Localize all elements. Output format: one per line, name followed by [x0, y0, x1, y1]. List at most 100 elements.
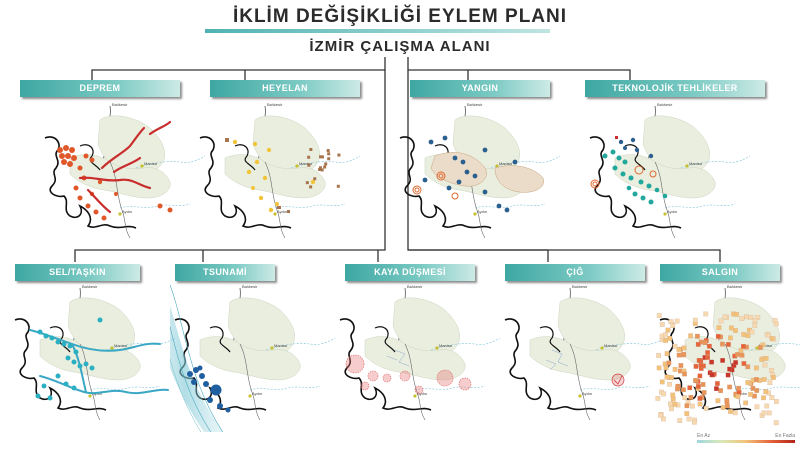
- epidemic-cell: [682, 371, 687, 377]
- epidemic-cell: [754, 365, 759, 371]
- title-underline: [205, 29, 550, 33]
- epidemic-cell: [733, 360, 739, 365]
- hazard-label-heyelan: HEYELAN: [210, 80, 360, 97]
- epidemic-cell: [767, 380, 773, 386]
- landslide-cell: [318, 168, 322, 172]
- epidemic-cell: [669, 375, 674, 381]
- hazard-marker: [662, 193, 668, 199]
- label-east: Manisa: [499, 161, 513, 166]
- hazard-marker: [73, 185, 79, 191]
- hazard-marker: [207, 397, 213, 403]
- epidemic-cell: [741, 332, 747, 337]
- label-east: Manisa: [144, 161, 158, 166]
- landslide-cell: [327, 157, 331, 161]
- epidemic-cell: [740, 343, 746, 349]
- epidemic-cell: [694, 333, 700, 339]
- epidemic-cell: [659, 379, 665, 385]
- epidemic-cell: [728, 409, 733, 414]
- hazard-marker: [93, 209, 99, 215]
- hazard-marker: [428, 139, 434, 145]
- hazard-marker: [97, 317, 103, 323]
- hazard-marker: [620, 171, 626, 177]
- epidemic-cell: [732, 328, 738, 333]
- landslide-cell: [326, 149, 330, 153]
- epidemic-cell: [676, 347, 682, 352]
- epidemic-cell: [728, 325, 734, 331]
- epidemic-cell: [770, 375, 776, 380]
- epidemic-cell: [681, 387, 686, 393]
- landslide-cell: [320, 155, 324, 159]
- hazard-marker: [47, 395, 53, 401]
- landslide-cell: [336, 184, 340, 188]
- hazard-label-salgin: SALGIN: [660, 264, 780, 281]
- label-south: Aydın: [252, 391, 262, 396]
- epidemic-cell: [684, 411, 690, 416]
- landslide-cell: [305, 181, 309, 185]
- epidemic-cell: [674, 318, 680, 324]
- epidemic-cell: [656, 313, 662, 319]
- epidemic-cell: [705, 350, 711, 356]
- epidemic-cell: [741, 361, 747, 366]
- epidemic-cell: [759, 357, 765, 362]
- hazard-marker: [203, 381, 209, 387]
- epidemic-cell: [667, 335, 673, 341]
- landslide-cell: [323, 165, 327, 169]
- hazard-label-teknolojik-tehlikeler: TEKNOLOJİK TEHLİKELER: [585, 80, 765, 97]
- hazard-marker: [422, 177, 428, 183]
- landslide-cell: [277, 206, 281, 209]
- epidemic-cell: [656, 353, 661, 358]
- landslide-cell: [320, 168, 324, 172]
- hazard-marker: [252, 141, 258, 147]
- epidemic-cell: [703, 311, 709, 317]
- landslide-cell: [307, 163, 311, 167]
- epidemic-cell: [766, 332, 771, 338]
- label-north: Balıkesir: [572, 284, 588, 289]
- epidemic-cell: [715, 333, 721, 339]
- landslide-cell: [309, 185, 313, 189]
- epidemic-cell: [764, 403, 770, 409]
- salgin-legend: En Az En Fazla: [697, 432, 795, 443]
- hazard-marker: [446, 185, 452, 191]
- landslide-cell: [337, 153, 341, 157]
- hazard-marker: [602, 153, 608, 159]
- epidemic-cell: [736, 385, 742, 391]
- hazard-marker: [626, 185, 632, 191]
- epidemic-cell: [701, 390, 707, 395]
- hazard-marker: [630, 137, 636, 143]
- label-north: Balıkesir: [242, 284, 258, 289]
- epidemic-cell: [703, 406, 709, 411]
- epidemic-cell: [763, 389, 769, 395]
- epidemic-cell: [773, 399, 779, 404]
- epidemic-cell: [749, 329, 755, 335]
- epidemic-cell: [670, 323, 676, 328]
- hazard-marker: [611, 373, 625, 387]
- epidemic-cell: [695, 384, 701, 389]
- hazard-marker: [67, 161, 73, 167]
- epidemic-cell: [661, 391, 667, 397]
- hazard-label-deprem: DEPREM: [20, 80, 180, 97]
- epidemic-cell: [720, 357, 726, 363]
- label-north: Balıkesir: [657, 102, 673, 107]
- landslide-cell: [313, 177, 317, 181]
- hazard-map-deprem: Balıkesir Manisa Aydın: [44, 102, 205, 239]
- page-subtitle: İZMİR ÇALIŞMA ALANI: [309, 38, 491, 55]
- epidemic-cell: [693, 363, 699, 369]
- epidemic-cell: [698, 362, 704, 368]
- hazard-marker: [610, 149, 616, 155]
- hazard-marker: [69, 147, 75, 153]
- hazard-marker: [157, 203, 163, 209]
- legend-color-ramp: [697, 440, 795, 443]
- epidemic-cell: [688, 333, 694, 339]
- epidemic-cell: [725, 342, 731, 347]
- epidemic-cell: [738, 348, 744, 353]
- label-east: Manisa: [689, 161, 703, 166]
- hazard-marker: [504, 207, 510, 213]
- hazard-marker: [654, 187, 660, 193]
- epidemic-cell: [769, 336, 775, 341]
- epidemic-cell: [658, 412, 663, 418]
- hazard-marker: [77, 363, 83, 369]
- epidemic-cell: [748, 315, 754, 320]
- epidemic-cell: [691, 419, 697, 425]
- hazard-marker: [442, 135, 448, 141]
